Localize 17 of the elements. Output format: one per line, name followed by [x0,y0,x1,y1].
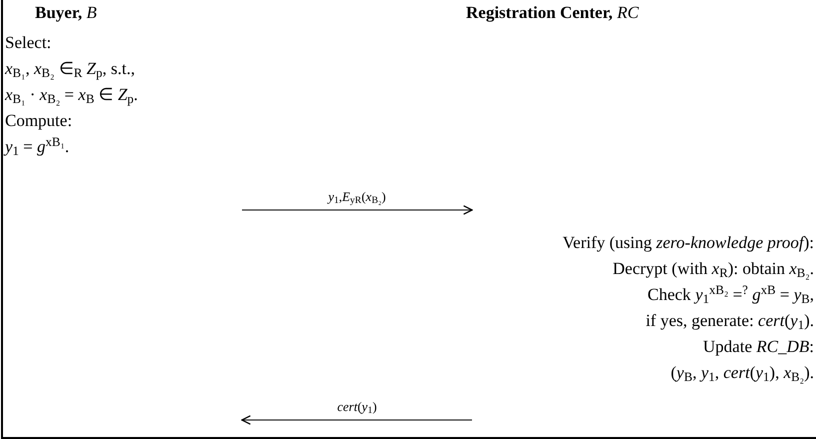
protocol-step: Compute: [2,108,240,134]
party-heading: Buyer, B [35,2,97,24]
protocol-step: Check y$_{1}$$^{xB₂}$ =$^{?}$ g$^{xB}$ = y$_{B}$, [472,282,814,308]
protocol-step: x$_{B₁}$, x$_{B₂}$ ∈$_{R}$ Z$_{p}$, s.t., [2,56,240,82]
protocol-step: (y$_{B}$, y$_{1}$, cert(y$_{1}$), x$_{B₂}$). [472,360,814,386]
party-heading: Registration Center, RC [466,2,639,24]
protocol-step: Decrypt (with x$_{R}$): obtain x$_{B₂}$. [472,256,814,282]
protocol-step: Update RC_DB: [472,334,814,360]
edge-label: y$_{1}$,E$_{yR}$(x$_{B₂}$) [326,189,387,205]
protocol-step: x$_{B₁}$ · x$_{B₂}$ = x$_{B}$ ∈ Z$_{p}$. [2,82,240,108]
message-arrow [241,415,472,425]
edge-label: cert(y$_{1}$) [336,399,378,415]
protocol-step: if yes, generate: cert(y$_{1}$). [472,308,814,334]
protocol-step: Select: [2,30,240,56]
message-arrow [242,205,473,215]
protocol-step: y$_{1}$ = g$^{xB₁}$. [2,134,240,160]
protocol-step: Verify (using zero-knowledge proof): [472,230,814,256]
